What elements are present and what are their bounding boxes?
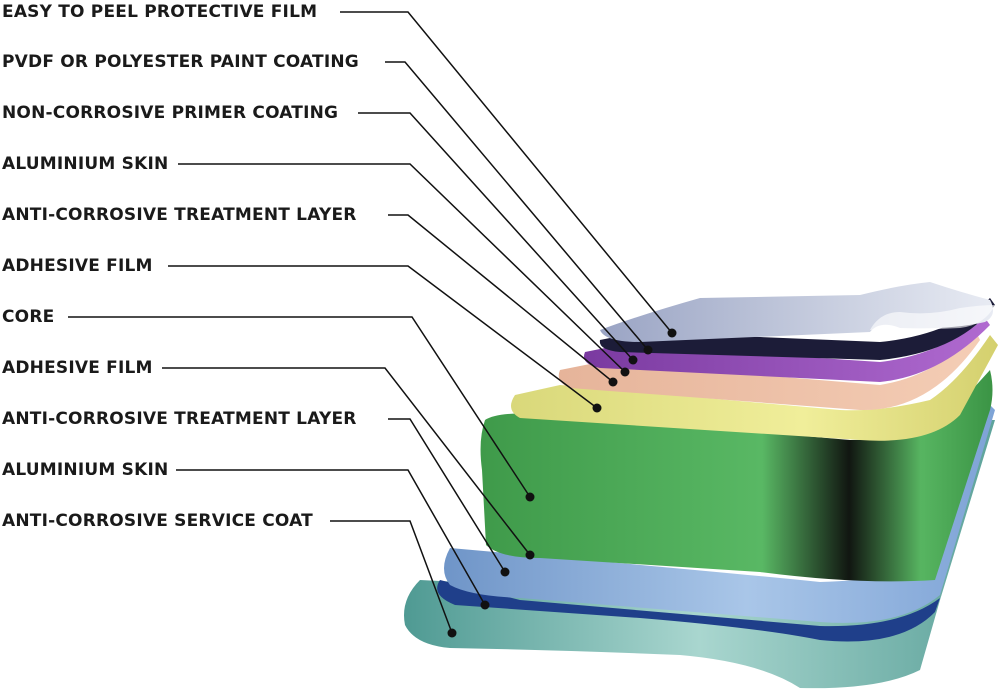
upper-adhesive-layer (511, 335, 998, 441)
lower-treatment-layer (444, 400, 995, 623)
protective-film-layer (600, 282, 994, 342)
label-bottom-adhesive-film: ADHESIVE FILM (2, 358, 153, 378)
paint-coating-layer (599, 298, 995, 360)
leader-dot (525, 550, 535, 560)
leader-line (68, 316, 531, 498)
bottom-skin-layer (437, 580, 940, 642)
leader-dot (447, 628, 457, 638)
leader-dot (525, 492, 535, 502)
leader-dots (447, 328, 677, 638)
leader-dot (480, 600, 490, 610)
primer-layer (584, 318, 990, 382)
leader-line (176, 469, 486, 606)
leader-dot (608, 377, 618, 387)
label-top-aluminium-skin: ALUMINIUM SKIN (2, 154, 169, 174)
label-primer-coating: NON-CORROSIVE PRIMER COATING (2, 103, 339, 123)
label-protective-film: EASY TO PEEL PROTECTIVE FILM (2, 2, 318, 22)
film-curl-highlight (870, 305, 995, 330)
leader-lines (68, 11, 673, 634)
leader-line (358, 112, 634, 361)
leader-dot (628, 355, 638, 365)
label-top-treatment-layer: ANTI-CORROSIVE TREATMENT LAYER (2, 205, 357, 225)
label-service-coat: ANTI-CORROSIVE SERVICE COAT (2, 511, 313, 531)
label-bottom-treatment-layer: ANTI-CORROSIVE TREATMENT LAYER (2, 409, 357, 429)
label-core: CORE (2, 307, 55, 327)
leader-line (168, 265, 598, 409)
leader-line (162, 367, 531, 556)
leader-dot (592, 403, 602, 413)
leader-line (388, 214, 614, 383)
label-top-adhesive-film: ADHESIVE FILM (2, 256, 153, 276)
leader-dot (500, 567, 510, 577)
leader-line (330, 520, 453, 634)
leader-dot (667, 328, 677, 338)
label-bottom-aluminium-skin: ALUMINIUM SKIN (2, 460, 169, 480)
leader-line (388, 418, 506, 573)
leader-line (385, 61, 649, 351)
leader-line (340, 11, 673, 334)
label-paint-coating: PVDF OR POLYESTER PAINT COATING (2, 52, 359, 72)
leader-dot (643, 345, 653, 355)
upper-treatment-layer (558, 330, 980, 411)
leader-line (178, 163, 626, 373)
leader-dot (620, 367, 630, 377)
